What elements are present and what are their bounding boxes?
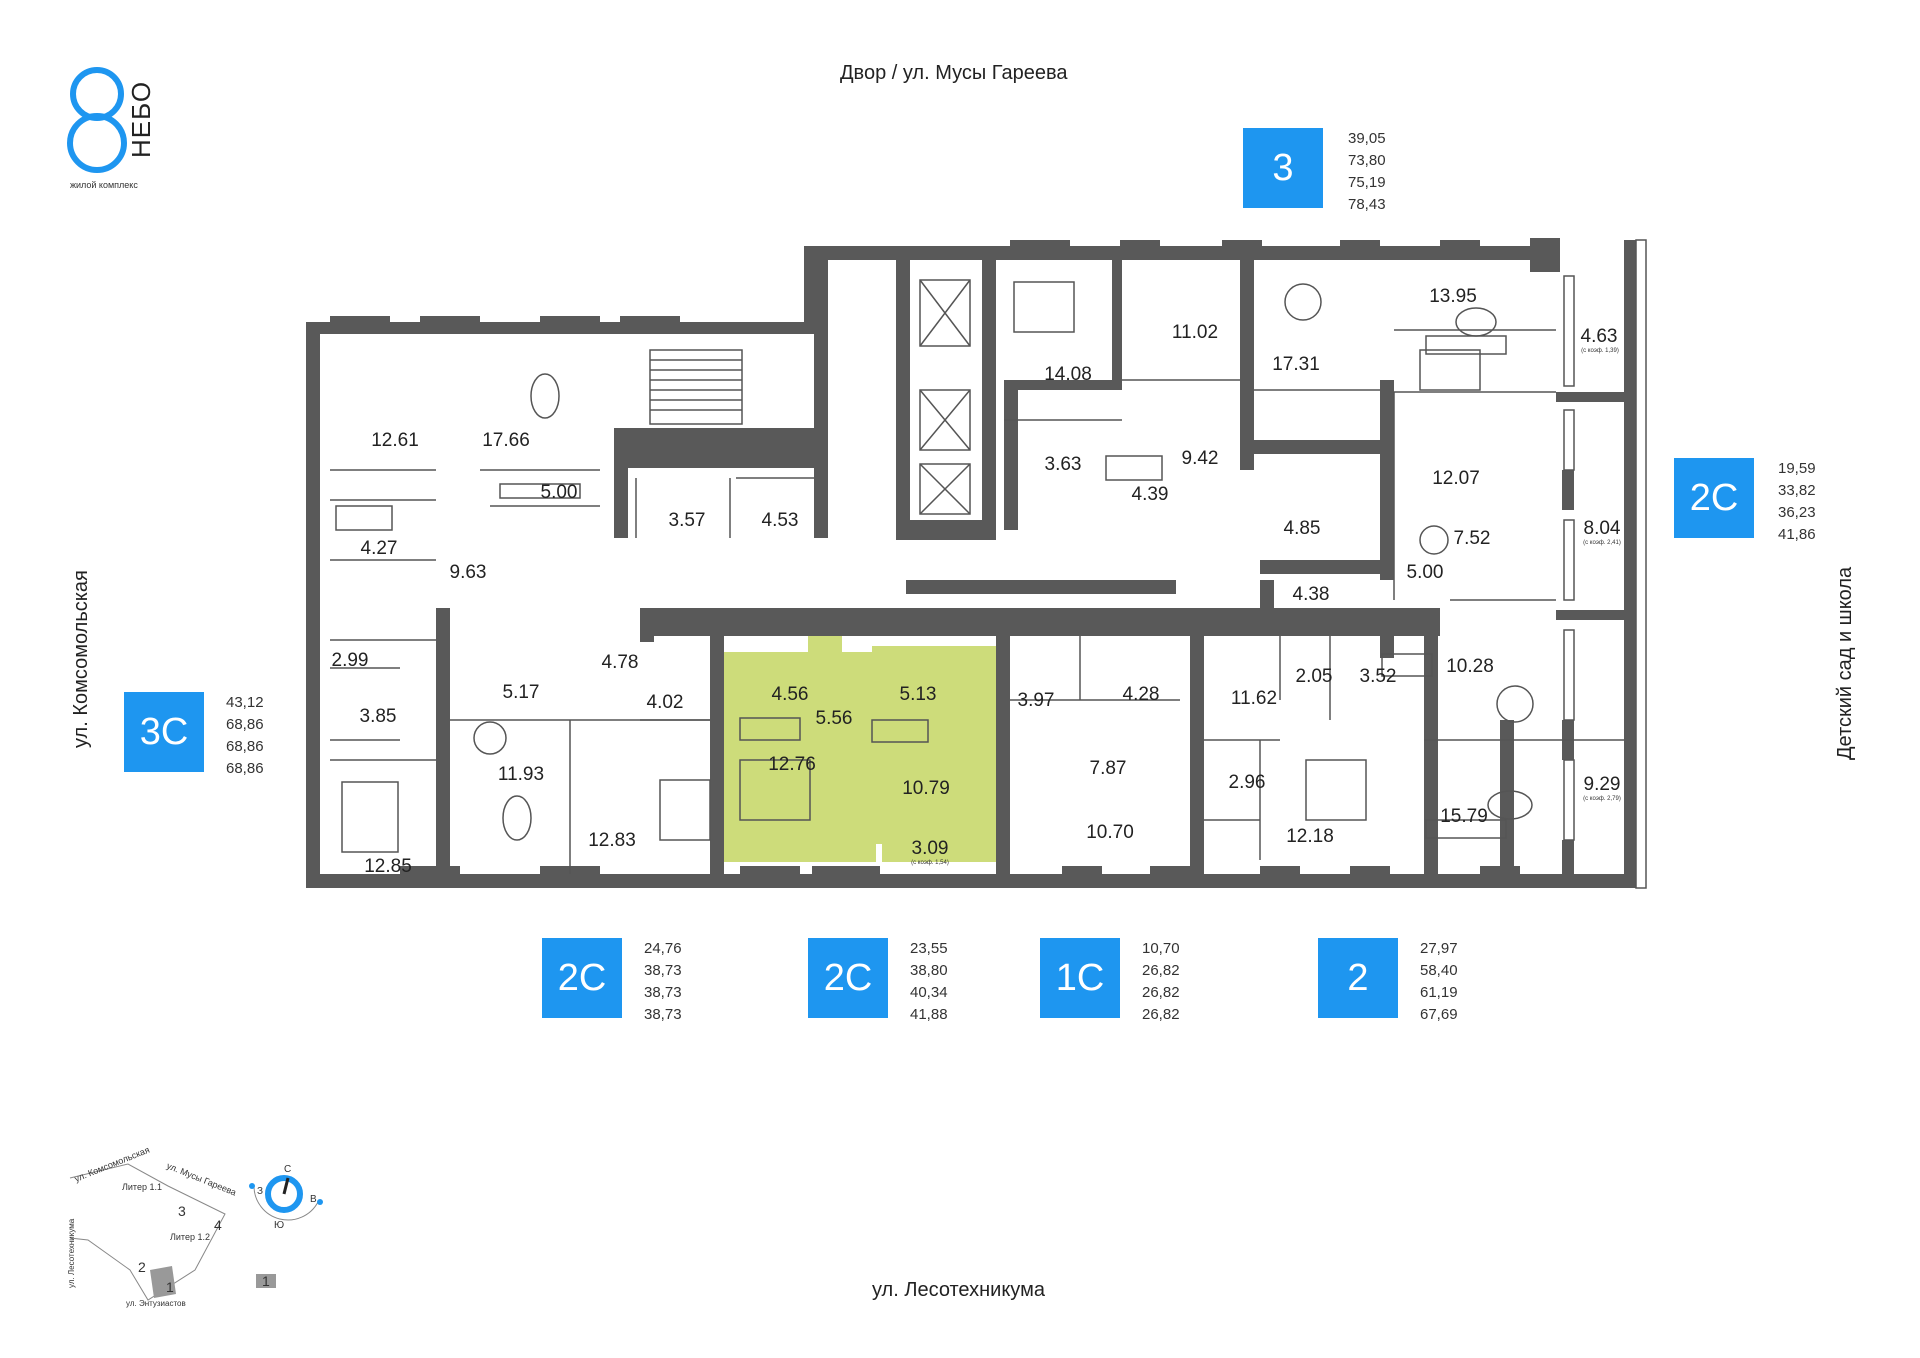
- room-area: 3.57: [669, 510, 706, 531]
- room-area: 5.56: [816, 708, 853, 729]
- room-area: 3.63: [1045, 454, 1082, 475]
- apartment-badge-3c[interactable]: 3С: [124, 692, 204, 772]
- room-area: 10.28: [1446, 656, 1494, 677]
- interior-lines: [330, 239, 1647, 889]
- room-area: 12.83: [588, 830, 636, 851]
- room-area: 11.93: [498, 764, 544, 785]
- room-area: 12.18: [1286, 826, 1334, 847]
- room-area: 5.00: [541, 482, 578, 503]
- room-area: 5.13: [900, 684, 937, 705]
- room-area: 4.02: [647, 692, 684, 713]
- room-area: 11.02: [1172, 322, 1218, 343]
- legend-section-swatch: [256, 1274, 276, 1288]
- room-area: 9.63: [450, 562, 487, 583]
- room-area: 8.04: [1584, 518, 1621, 539]
- site-map: ул. Комсомольская ул. Мусы Гареева ул. Л…: [67, 1145, 323, 1308]
- room-area: 13.95: [1429, 286, 1477, 307]
- room-area: 10.70: [1086, 822, 1134, 843]
- room-area: 11.62: [1231, 688, 1277, 709]
- compass-icon: С Ю З В: [249, 1164, 323, 1231]
- svg-text:С: С: [284, 1164, 291, 1175]
- highlighted-apartment[interactable]: [724, 612, 998, 862]
- site-liter-1-1: Литер 1.1: [122, 1182, 162, 1192]
- room-area: 3.52: [1360, 666, 1397, 687]
- logo-eight-icon: [67, 67, 127, 173]
- room-area: 14.08: [1044, 364, 1092, 385]
- room-area: 2.96: [1229, 772, 1266, 793]
- room-area: 2.05: [1296, 666, 1333, 687]
- room-area: 3.09: [912, 838, 949, 859]
- room-area: 7.87: [1090, 758, 1127, 779]
- site-outline: [69, 1163, 226, 1301]
- room-area: 12.85: [364, 856, 412, 877]
- logo-subtitle: жилой комплекс: [70, 180, 138, 190]
- room-area: 12.07: [1432, 468, 1480, 489]
- site-street-komsomolskaya: ул. Комсомольская: [73, 1145, 151, 1184]
- apartment-badge-3[interactable]: 3: [1243, 128, 1323, 208]
- apartment-badge-2c-1[interactable]: 2С: [542, 938, 622, 1018]
- site-street-lesotekhnikuma: ул. Лесотехникума: [67, 1218, 76, 1288]
- area-coefficient: (с коэф. 2,79): [1583, 796, 1621, 802]
- svg-text:В: В: [310, 1194, 317, 1205]
- building-walls: [306, 238, 1636, 888]
- site-street-entuziastov: ул. Энтузиастов: [126, 1299, 186, 1308]
- room-area: 4.85: [1284, 518, 1321, 539]
- apartment-badge-1c[interactable]: 1С: [1040, 938, 1120, 1018]
- site-section-2: 2: [138, 1259, 146, 1275]
- room-area: 4.53: [762, 510, 799, 531]
- legend-section-label: 1: [262, 1273, 270, 1289]
- room-area: 9.29: [1584, 774, 1621, 795]
- room-area: 2.99: [332, 650, 369, 671]
- furniture: [335, 281, 1534, 853]
- site-section-4: 4: [214, 1217, 222, 1233]
- area-coefficient: (с коэф. 1,39): [1581, 348, 1619, 354]
- room-area: 12.61: [371, 430, 419, 451]
- area-coefficient: (с коэф. 2,41): [1583, 540, 1621, 546]
- site-street-gareeva: ул. Мусы Гареева: [165, 1161, 237, 1198]
- room-area: 12.76: [768, 754, 816, 775]
- room-area: 17.31: [1272, 354, 1320, 375]
- room-area: 4.28: [1123, 684, 1160, 705]
- apartment-badge-2[interactable]: 2: [1318, 938, 1398, 1018]
- apartment-badge-2c-right[interactable]: 2С: [1674, 458, 1754, 538]
- apartment-badge-2c-2[interactable]: 2С: [808, 938, 888, 1018]
- room-labels: 12.61 17.66 5.00 4.27 9.63 3.57 4.53 14.…: [332, 286, 1621, 877]
- street-bottom: ул. Лесотехникума: [872, 1279, 1045, 1301]
- room-area: 4.27: [361, 538, 398, 559]
- site-section-1: 1: [166, 1279, 174, 1295]
- room-area: 17.66: [482, 430, 530, 451]
- logo: НЕБО жилой комплекс: [66, 66, 176, 196]
- street-top: Двор / ул. Мусы Гареева: [840, 62, 1068, 84]
- area-coefficient: (с коэф. 1,54): [911, 860, 949, 866]
- room-area: 4.56: [772, 684, 809, 705]
- site-liter-1-2: Литер 1.2: [170, 1232, 210, 1242]
- room-area: 5.00: [1407, 562, 1444, 583]
- room-area: 10.79: [902, 778, 950, 799]
- room-area: 15.79: [1440, 806, 1488, 827]
- room-area: 9.42: [1182, 448, 1219, 469]
- room-area: 4.38: [1293, 584, 1330, 605]
- room-area: 5.17: [503, 682, 540, 703]
- svg-text:З: З: [257, 1186, 263, 1197]
- room-area: 7.52: [1454, 528, 1491, 549]
- site-section-3: 3: [178, 1203, 186, 1219]
- room-area: 3.97: [1018, 690, 1055, 711]
- room-area: 3.85: [360, 706, 397, 727]
- room-area: 4.63: [1581, 326, 1618, 347]
- room-area: 4.39: [1132, 484, 1169, 505]
- svg-text:Ю: Ю: [274, 1220, 284, 1231]
- site-building-1: [150, 1266, 176, 1298]
- room-area: 4.78: [602, 652, 639, 673]
